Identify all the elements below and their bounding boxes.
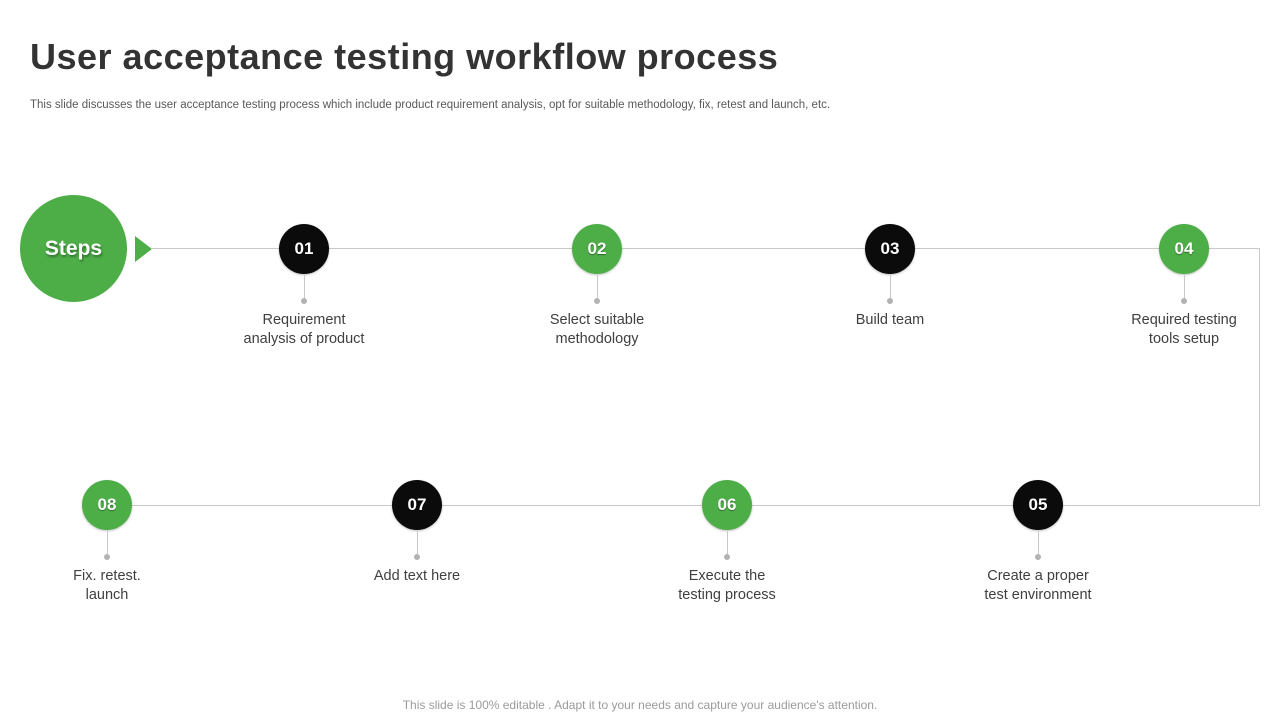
connector-stem — [889, 275, 891, 301]
connector-dot — [594, 298, 600, 304]
step-circle[interactable]: 04 — [1159, 224, 1209, 274]
steps-badge[interactable]: Steps — [20, 195, 127, 302]
step-circle[interactable]: 03 — [865, 224, 915, 274]
step-label: Fix. retest. launch — [73, 568, 141, 603]
connector-stem — [106, 531, 108, 557]
step-node-02[interactable]: 02 Select suitable methodology — [550, 224, 644, 347]
connector-stem — [726, 531, 728, 557]
connector-line-right — [1259, 248, 1260, 506]
step-node-01[interactable]: 01 Requirement analysis of product — [244, 224, 364, 347]
step-node-03[interactable]: 03 Build team — [856, 224, 924, 328]
step-label: Build team — [855, 312, 925, 328]
step-node-04[interactable]: 04 Required testing tools setup — [1131, 224, 1237, 347]
step-circle[interactable]: 07 — [392, 480, 442, 530]
connector-dot — [301, 298, 307, 304]
connector-stem — [596, 275, 598, 301]
step-number: 05 — [1028, 495, 1048, 514]
step-label: Select suitable methodology — [549, 312, 645, 347]
connector-stem — [1183, 275, 1185, 301]
step-circle[interactable]: 02 — [572, 224, 622, 274]
step-label: Requirement analysis of product — [243, 312, 365, 347]
step-circle[interactable]: 01 — [279, 224, 329, 274]
step-node-05[interactable]: 05 Create a proper test environment — [984, 480, 1092, 603]
connector-line-top — [152, 248, 1259, 249]
step-circle[interactable]: 08 — [82, 480, 132, 530]
step-node-06[interactable]: 06 Execute the testing process — [678, 480, 776, 603]
connector-stem — [416, 531, 418, 557]
connector-dot — [1035, 554, 1041, 560]
connector-dot — [104, 554, 110, 560]
step-circle[interactable]: 05 — [1013, 480, 1063, 530]
step-number: 02 — [587, 239, 607, 258]
steps-badge-label: Steps — [44, 236, 103, 260]
step-node-07[interactable]: 07 Add text here — [374, 480, 460, 584]
step-node-08[interactable]: 08 Fix. retest. launch — [73, 480, 141, 603]
step-circle[interactable]: 06 — [702, 480, 752, 530]
connector-stem — [303, 275, 305, 301]
step-number: 08 — [97, 495, 117, 514]
connector-dot — [414, 554, 420, 560]
connector-dot — [887, 298, 893, 304]
connector-stem — [1037, 531, 1039, 557]
step-label: Execute the testing process — [678, 568, 776, 603]
step-number: 07 — [407, 495, 427, 514]
step-label: Required testing tools setup — [1131, 312, 1237, 347]
footer-note: This slide is 100% editable . Adapt it t… — [402, 698, 878, 712]
step-number: 03 — [880, 239, 900, 258]
step-label: Add text here — [373, 568, 461, 584]
connector-dot — [724, 554, 730, 560]
page-subtitle: This slide discusses the user acceptance… — [30, 99, 831, 111]
step-label: Create a proper test environment — [984, 568, 1092, 603]
step-number: 01 — [294, 239, 314, 258]
steps-arrow-icon — [135, 236, 152, 262]
step-number: 04 — [1174, 239, 1194, 258]
page-title: User acceptance testing workflow process — [30, 36, 779, 77]
step-number: 06 — [717, 495, 737, 514]
connector-line-bottom — [107, 505, 1259, 506]
connector-dot — [1181, 298, 1187, 304]
